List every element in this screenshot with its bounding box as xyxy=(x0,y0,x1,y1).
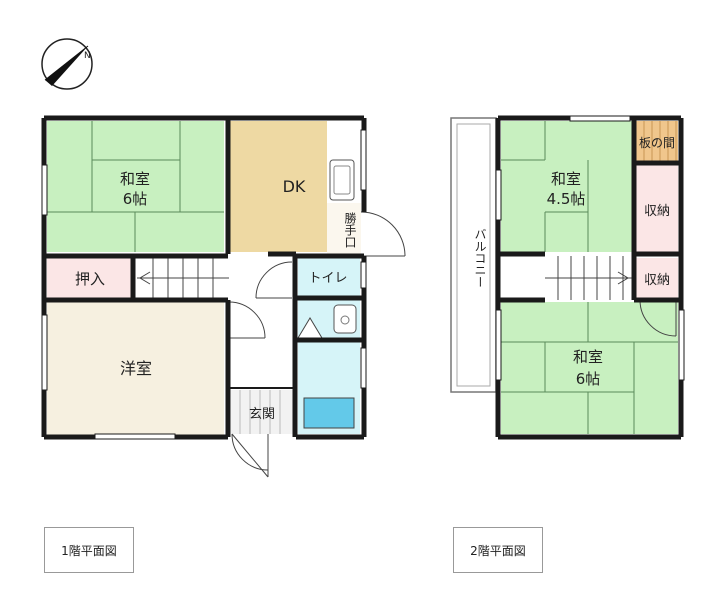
washitsu-a-size-label: 4.5帖 xyxy=(547,190,586,208)
floor1-caption: 1階平面図 xyxy=(44,527,134,573)
sink-icon xyxy=(329,159,355,201)
katteguchi-label: 勝手口 xyxy=(343,211,357,248)
shuno-b-closet xyxy=(636,258,678,298)
washitsu-label: 和室 xyxy=(120,170,150,188)
north-label: N xyxy=(84,51,91,61)
washitsu-b-label: 和室 xyxy=(573,348,603,366)
floor1-plan: 和室 6帖 DK 勝手口 押入 トイレ 洋室 玄関 xyxy=(41,115,406,478)
washitsu-size-label: 6帖 xyxy=(123,190,148,208)
floor2-plan: バルコニー xyxy=(450,115,685,440)
stairs-floor1 xyxy=(137,258,229,298)
oshiire-label: 押入 xyxy=(75,270,105,288)
windows-floor1 xyxy=(41,129,367,440)
washbasin-icon xyxy=(333,304,357,334)
shuno-b-label: 収納 xyxy=(644,273,670,288)
youshitsu-room xyxy=(47,302,224,435)
oshiire-closet xyxy=(47,258,131,298)
stairs-floor2 xyxy=(545,256,634,300)
bathtub-icon xyxy=(303,397,355,429)
itanoma-label: 板の間 xyxy=(639,136,675,150)
balcony xyxy=(450,117,497,393)
dk-room xyxy=(229,121,327,252)
washitsu-a-label: 和室 xyxy=(551,170,581,188)
genkan-entry xyxy=(231,390,293,434)
shuno-a-label: 収納 xyxy=(644,204,670,219)
door-swings-floor1 xyxy=(228,211,406,478)
washitsu-b-size-label: 6帖 xyxy=(576,370,601,388)
tatami-lines-floor2 xyxy=(501,121,678,434)
compass-icon: N xyxy=(41,38,93,90)
tatami-lines xyxy=(47,121,224,252)
door-swings-floor2 xyxy=(639,299,677,337)
katteguchi-area xyxy=(327,203,361,258)
genkan-hatch xyxy=(239,390,281,434)
windows-floor2 xyxy=(495,115,685,381)
toilet-room xyxy=(298,258,360,296)
washitsu-6jo-b-room xyxy=(501,302,678,434)
genkan-label: 玄関 xyxy=(249,407,275,422)
toilet-label: トイレ xyxy=(308,271,347,286)
shuno-a-closet xyxy=(636,165,678,252)
youshitsu-label: 洋室 xyxy=(120,359,152,378)
dk-label: DK xyxy=(283,177,306,196)
washitsu-4-5jo-room xyxy=(501,121,633,252)
balcony-label: バルコニー xyxy=(473,228,487,288)
floor2-caption: 2階平面図 xyxy=(453,527,543,573)
